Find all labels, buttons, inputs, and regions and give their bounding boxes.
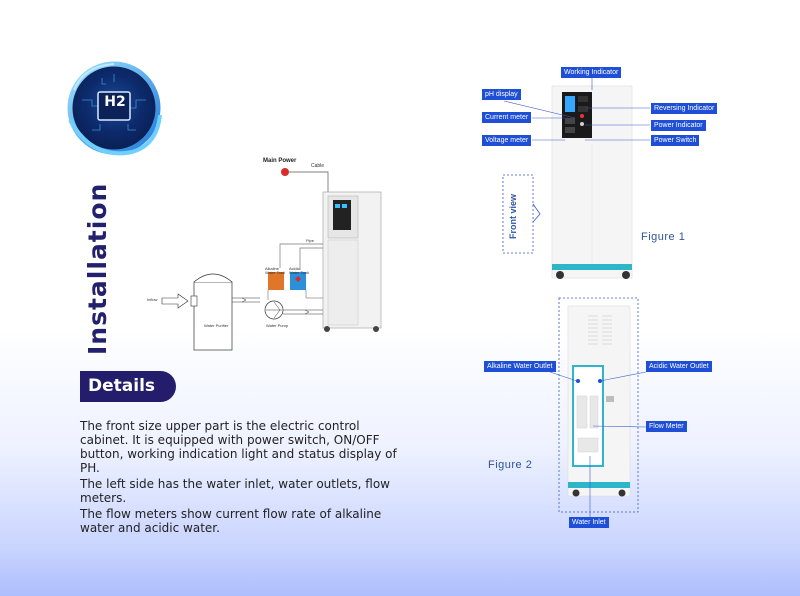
power-indicator-label: Power Indicator: [651, 120, 706, 131]
water-purifier-label: Water Purifier: [204, 323, 229, 328]
logo-text: H2: [104, 94, 126, 110]
water-pump-label: Water Pump: [266, 323, 289, 328]
figure2-machine: [549, 297, 647, 521]
alkaline-outlet-label: Alkaline Water Outlet: [484, 361, 556, 372]
h2-logo: H2: [62, 60, 166, 160]
alkaline-tank-label: Alkaline Water Tank: [265, 266, 286, 275]
paragraph-3: The flow meters show current flow rate o…: [80, 507, 382, 535]
reversing-indicator-label: Reversing Indicator: [651, 103, 718, 114]
voltage-meter-label: Voltage meter: [482, 135, 532, 146]
acidic-tank-label: Acidic Water Tank: [289, 266, 310, 275]
main-power-dot: [281, 168, 289, 176]
cable-label: Cable: [311, 163, 325, 169]
working-indicator-label: Working Indicator: [561, 67, 622, 78]
pipe-label: Pipe: [306, 238, 315, 243]
power-switch-label: Power Switch: [651, 135, 700, 146]
inflow-label: Inflow: [147, 297, 158, 302]
figure2-caption: Figure 2: [488, 459, 533, 471]
acidic-outlet-label: Acidic Water Outlet: [646, 361, 712, 372]
details-heading: Details: [80, 371, 176, 402]
ph-display-label: pH display: [482, 89, 521, 100]
paragraph-2: The left side has the water inlet, water…: [80, 477, 390, 505]
main-power-label: Main Power: [263, 158, 297, 164]
installation-diagram: [161, 168, 382, 351]
current-meter-label: Current meter: [482, 112, 532, 123]
figure1-machine: [502, 77, 650, 279]
water-inlet-label: Water Inlet: [569, 517, 609, 528]
page-title: Installation: [83, 182, 112, 355]
figure1-caption: Figure 1: [641, 231, 686, 243]
paragraph-1: The front size upper part is the electri…: [80, 419, 397, 475]
front-view-label: Front view: [508, 193, 518, 239]
flow-meter-label: Flow Meter: [646, 421, 687, 432]
